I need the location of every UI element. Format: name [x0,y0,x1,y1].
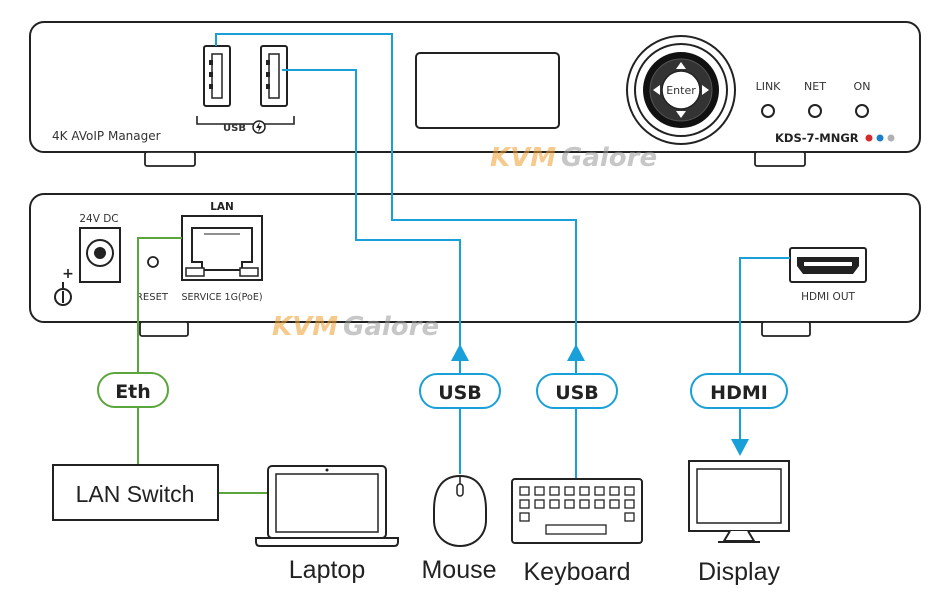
display-label: Display [698,558,780,586]
tag-usb-keyboard: USB [536,373,618,409]
usb-bracket [196,116,295,125]
usb-port-1 [203,45,231,107]
led-label-on: ON [854,80,871,93]
brand-dot-red [865,134,873,142]
ground-icon [54,282,72,306]
keyboard-key [549,486,560,496]
arrow-up-icon [676,62,686,69]
rear-panel: 24V DC + RESET LAN SERVICE 1G(PoE) [29,193,921,337]
arrow-usb-mouse-icon [451,344,469,361]
watermark-kvm-2: KVM [272,312,338,342]
reset-label: RESET [136,292,169,303]
keyboard-label: Keyboard [523,558,630,586]
tag-eth: Eth [97,372,169,408]
keyboard-key [534,499,545,509]
keyboard-key [549,499,560,509]
front-panel: USB 4K AVoIP Manager Enter LINK NET ON [29,21,921,167]
led-on [855,104,869,118]
tag-hdmi-label: HDMI [710,382,768,404]
tag-usb-keyboard-label: USB [555,382,599,404]
keyboard-key [609,499,620,509]
keyboard-key [594,499,605,509]
rear-foot-left [139,321,189,337]
arrow-left-icon [653,85,660,95]
keyboard-key [519,512,530,522]
cable-usb-keyboard [215,33,577,478]
keyboard-key [594,486,605,496]
front-lcd [415,52,560,129]
nav-dial[interactable]: Enter [626,35,736,145]
enter-button[interactable] [661,70,701,110]
mouse-icon [433,474,487,548]
arrow-right-icon [702,85,709,95]
power-polarity: + [62,266,74,282]
keyboard-key [564,486,575,496]
keyboard-key [519,486,530,496]
brand-dot-blue [876,134,884,142]
laptop-label: Laptop [289,556,365,584]
watermark-kvm: KVM [490,143,556,173]
tag-usb-mouse: USB [419,373,501,409]
front-foot-right [754,151,806,167]
arrow-down-icon [676,111,686,118]
usb-port-label: USB [223,123,246,134]
watermark-galore-2: Galore [343,312,439,342]
arrow-usb-keyboard-icon [567,344,585,361]
keyboard-key [564,499,575,509]
lan-port [181,215,263,281]
model-name: 4K AVoIP Manager [52,129,161,143]
keyboard-key [579,499,590,509]
keyboard-key [624,499,635,509]
keyboard-icon [511,478,643,544]
mouse-label: Mouse [421,556,496,584]
tag-usb-mouse-label: USB [438,382,482,404]
tag-hdmi: HDMI [690,373,788,409]
power-bolt-icon [252,120,266,134]
hdmi-port [789,247,867,283]
led-label-net: NET [804,80,826,93]
brand-dot-grey [887,134,895,142]
tag-eth-label: Eth [115,381,151,403]
lan-switch: LAN Switch [52,464,219,521]
reset-button[interactable] [147,256,159,268]
enter-label: Enter [666,84,696,97]
lan-switch-label: LAN Switch [76,481,195,507]
power-label: 24V DC [79,213,118,225]
front-foot-left [144,151,196,167]
laptop-icon [255,465,399,547]
keyboard-key [534,486,545,496]
cable-usb-mouse [282,69,461,474]
keyboard-key [579,486,590,496]
keyboard-key [609,486,620,496]
led-link [761,104,775,118]
watermark-top: KVM Galore [490,143,657,173]
watermark-galore: Galore [561,143,657,173]
watermark-bottom: KVM Galore [272,312,439,342]
lan-label: LAN [210,201,234,213]
usb-port-2 [260,45,288,107]
keyboard-key [624,486,635,496]
arrow-hdmi-icon [731,439,749,456]
lan-service-label: SERVICE 1G(PoE) [181,292,262,303]
keyboard-key [624,512,635,522]
power-jack [79,227,121,283]
led-label-link: LINK [756,80,782,93]
rear-foot-right [761,321,811,337]
led-net [808,104,822,118]
model-id: KDS-7-MNGR [775,131,859,145]
hdmi-label: HDMI OUT [801,291,855,303]
display-icon [688,460,790,543]
keyboard-key [519,499,530,509]
